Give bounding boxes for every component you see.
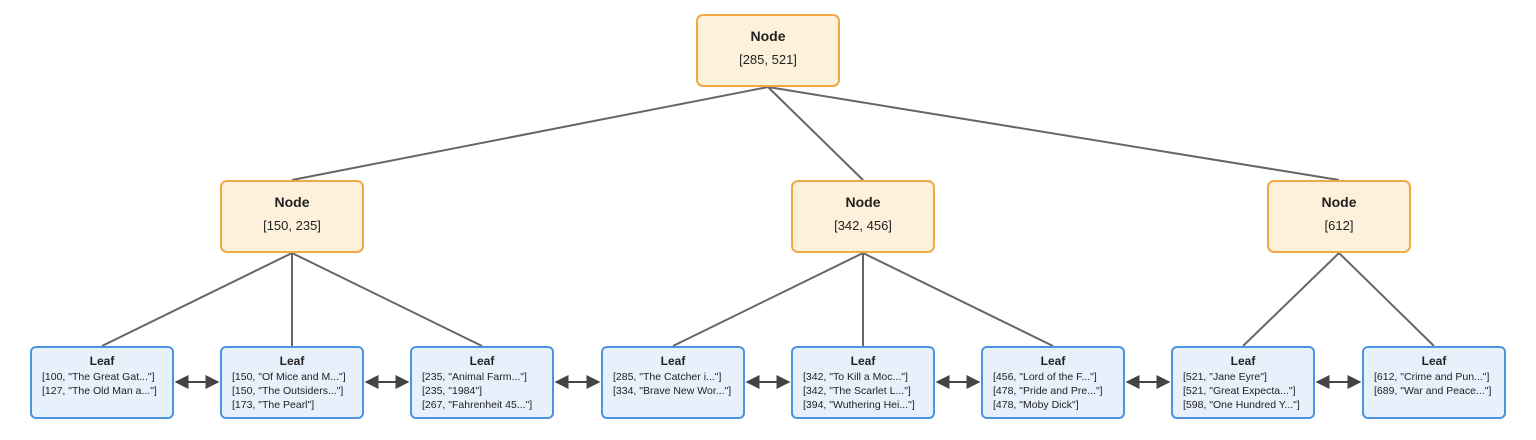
edge-node-3-to-leaf-8 [1338,252,1435,347]
leaf-entry: [598, "One Hundred Y..."] [1183,399,1300,411]
leaf-entry: [612, "Crime and Pun..."] [1374,371,1490,383]
leaf-node-7: Leaf [521, "Jane Eyre"] [521, "Great Exp… [1171,346,1315,419]
internal-node-1: Node [150, 235] [220,180,364,253]
leaf-entry: [127, "The Old Man a..."] [42,385,157,397]
leaf-title: Leaf [469,354,495,368]
edge-node-2-to-leaf-6 [862,252,1054,347]
edge-root-to-node-3 [767,86,1340,181]
leaf-title: Leaf [1040,354,1066,368]
node-title: Node [845,194,881,210]
node-keys: [612] [1324,218,1354,233]
node-title: Node [1321,194,1357,210]
leaf-entry: [285, "The Catcher i..."] [613,371,722,383]
edge-root-to-node-1 [291,86,769,181]
node-title: Node [274,194,310,210]
leaf-title: Leaf [660,354,686,368]
leaf-entry: [173, "The Pearl"] [232,399,315,411]
leaf-entry: [342, "The Scarlet L..."] [803,385,911,397]
leaf-node-4: Leaf [285, "The Catcher i..."] [334, "Br… [601,346,745,419]
leaf-entry: [235, "1984"] [422,385,483,397]
edge-node-3-to-leaf-7 [1242,252,1340,347]
leaf-node-6: Leaf [456, "Lord of the F..."] [478, "Pr… [981,346,1125,419]
leaf-entry: [342, "To Kill a Moc..."] [803,371,908,383]
leaf-entry: [394, "Wuthering Hei..."] [803,399,915,411]
leaf-title: Leaf [850,354,876,368]
leaf-node-3: Leaf [235, "Animal Farm..."] [235, "1984… [410,346,554,419]
edge-node-1-to-leaf-3 [291,252,483,347]
node-keys: [150, 235] [263,218,321,233]
leaf-node-5: Leaf [342, "To Kill a Moc..."] [342, "Th… [791,346,935,419]
leaf-entry: [689, "War and Peace..."] [1374,385,1492,397]
node-keys: [342, 456] [834,218,892,233]
leaf-entry: [521, "Great Expecta..."] [1183,385,1296,397]
leaf-node-1: Leaf [100, "The Great Gat..."] [127, "Th… [30,346,174,419]
leaf-title: Leaf [279,354,305,368]
leaf-title: Leaf [89,354,115,368]
leaf-entry: [478, "Pride and Pre..."] [993,385,1103,397]
leaf-entry: [456, "Lord of the F..."] [993,371,1097,383]
edge-node-1-to-leaf-1 [101,252,293,347]
leaf-entry: [334, "Brave New Wor..."] [613,385,732,397]
node-keys: [285, 521] [739,52,797,67]
leaf-node-2: Leaf [150, "Of Mice and M..."] [150, "Th… [220,346,364,419]
leaf-entry: [150, "Of Mice and M..."] [232,371,346,383]
root-node: Node [285, 521] [696,14,840,87]
leaf-title: Leaf [1230,354,1256,368]
leaf-entry: [478, "Moby Dick"] [993,399,1079,411]
leaf-title: Leaf [1421,354,1447,368]
node-title: Node [750,28,786,44]
edge-root-to-node-2 [767,86,864,181]
leaf-entry: [150, "The Outsiders..."] [232,385,344,397]
leaf-entry: [100, "The Great Gat..."] [42,371,155,383]
internal-node-3: Node [612] [1267,180,1411,253]
leaf-entry: [521, "Jane Eyre"] [1183,371,1267,383]
edge-node-2-to-leaf-4 [672,252,864,347]
leaf-entry: [235, "Animal Farm..."] [422,371,527,383]
leaf-entry: [267, "Fahrenheit 45..."] [422,399,533,411]
leaf-node-8: Leaf [612, "Crime and Pun..."] [689, "Wa… [1362,346,1506,419]
internal-node-2: Node [342, 456] [791,180,935,253]
